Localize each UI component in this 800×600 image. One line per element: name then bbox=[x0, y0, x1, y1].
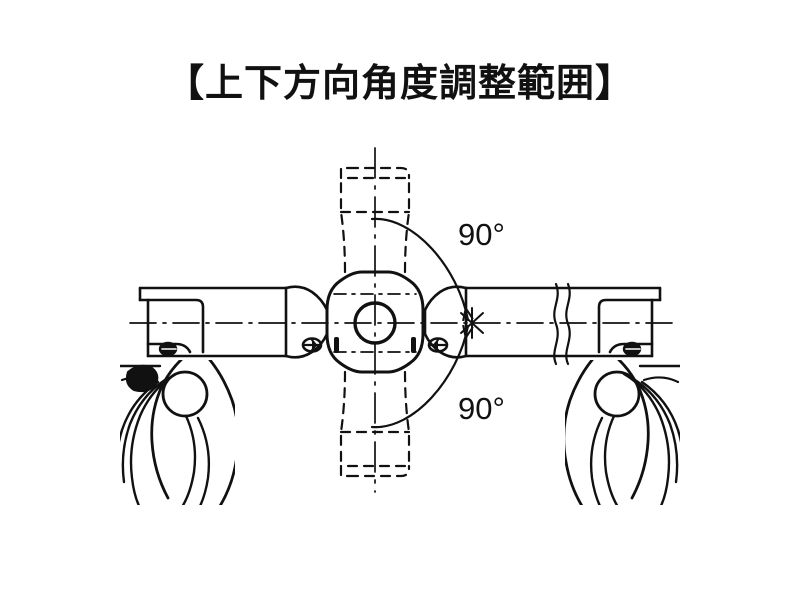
rotation-arc-upper bbox=[370, 217, 468, 320]
break-symbol-right bbox=[553, 282, 571, 366]
upper-angle-label: 90° bbox=[458, 217, 505, 252]
handlebar-tube-right bbox=[464, 286, 662, 358]
right-grip-brake-lever bbox=[565, 360, 680, 505]
handlebar-tube-left bbox=[138, 286, 288, 358]
right-grip-screw-icon bbox=[622, 341, 642, 357]
pivot-bolt-hole bbox=[353, 301, 397, 345]
pivot-point-asterisk bbox=[460, 307, 484, 339]
left-grip-screw-icon bbox=[158, 341, 178, 357]
left-adjustment-screw-icon bbox=[301, 337, 339, 353]
left-grip-brake-lever bbox=[120, 360, 235, 505]
phantom-outline-lower bbox=[339, 370, 411, 478]
rotation-arc-lower bbox=[370, 326, 468, 429]
center-pivot-hub bbox=[325, 270, 425, 374]
page-title: 【上下方向角度調整範囲】 bbox=[165, 61, 634, 105]
right-adjustment-screw-icon bbox=[411, 337, 449, 353]
lower-angle-label: 90° bbox=[458, 391, 505, 426]
phantom-outline-upper bbox=[339, 166, 411, 274]
